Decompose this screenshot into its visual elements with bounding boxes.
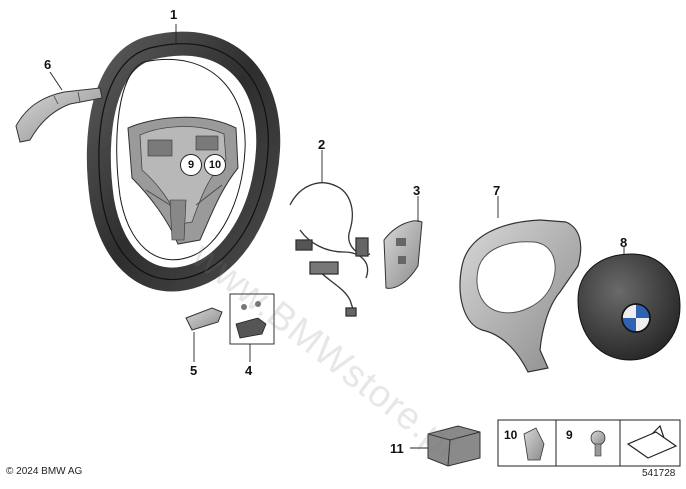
legend-number-9: 9 [566, 428, 573, 442]
callout-1: 1 [170, 7, 178, 22]
airbag-part-8 [577, 253, 681, 361]
steering-wheel [86, 31, 281, 292]
trim-cover-part-6 [15, 87, 103, 143]
callout-6: 6 [44, 57, 52, 72]
callout-7: 7 [493, 183, 501, 198]
callout-3: 3 [413, 183, 421, 198]
callout-4: 4 [245, 363, 253, 378]
switch-cluster-part-3 [383, 220, 423, 289]
copyright-text: © 2024 BMW AG [6, 466, 83, 477]
cube-part-11 [427, 425, 481, 467]
leader-lines [49, 24, 625, 449]
wiring-harness-part-2 [289, 182, 371, 317]
callout-2: 2 [318, 137, 326, 152]
circled-callout-9: 9 [180, 154, 202, 176]
diagram-id: 541728 [642, 468, 676, 479]
legend-boxes [497, 419, 681, 467]
circled-callout-10: 10 [204, 154, 226, 176]
module-part-4 [229, 293, 275, 345]
bezel-trim-part-7 [459, 219, 582, 373]
callout-8: 8 [620, 235, 628, 250]
callout-11: 11 [390, 441, 404, 456]
legend-number-10: 10 [504, 428, 518, 442]
bracket-part-5 [185, 307, 223, 331]
callout-5: 5 [190, 363, 198, 378]
